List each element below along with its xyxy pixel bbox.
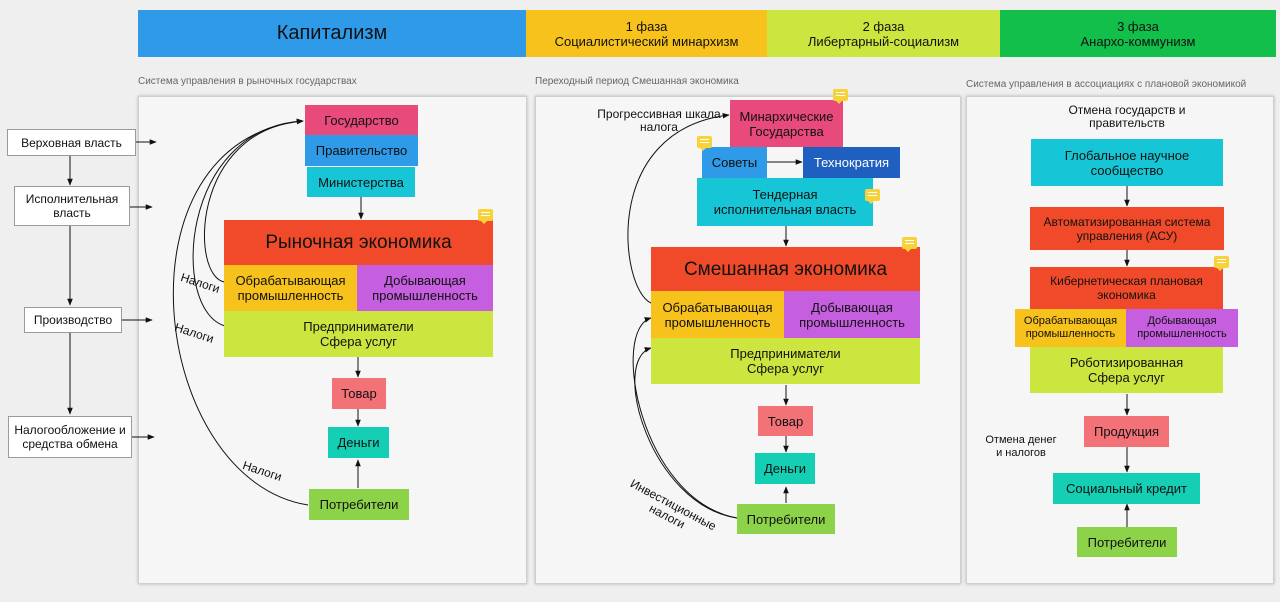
- asu-box: Автоматизированная система управления (А…: [1030, 207, 1224, 250]
- phase-3-name: Анархо-коммунизм: [1080, 33, 1196, 49]
- entrepreneurs-box: Предприниматели Сфера услуг: [651, 338, 920, 384]
- header-capitalism-label: Капитализм: [276, 22, 388, 44]
- market-economy-box: Рыночная экономика: [224, 220, 493, 265]
- executive-power-box: Исполнительная власть: [14, 186, 130, 226]
- money-box: Деньги: [755, 453, 815, 484]
- tender-executive-box: Тендерная исполнительная власть: [697, 178, 873, 226]
- social-credit-box: Социальный кредит: [1053, 473, 1200, 504]
- header-capitalism: Капитализм: [138, 10, 526, 57]
- caption-associations: Система управления в ассоциациях с плано…: [966, 79, 1247, 90]
- phase-1-number: 1 фаза: [625, 18, 668, 34]
- money-box: Деньги: [328, 427, 389, 458]
- comment-icon[interactable]: [1214, 256, 1229, 271]
- phase-1-name: Социалистический минархизм: [554, 33, 739, 49]
- comment-icon[interactable]: [865, 189, 880, 204]
- mixed-economy-box: Смешанная экономика: [651, 247, 920, 291]
- robotic-services-box: Роботизированная Сфера услуг: [1030, 347, 1223, 393]
- mining-industry-box: Добывающая промышленность: [357, 265, 493, 311]
- phase-3-number: 3 фаза: [1117, 18, 1159, 34]
- technocracy-box: Технократия: [803, 147, 900, 178]
- soviets-box: Советы: [702, 147, 767, 178]
- mining-industry-box: Добывающая промышленность: [784, 291, 920, 338]
- goods-box: Товар: [758, 406, 813, 436]
- consumers-box: Потребители: [1077, 527, 1177, 557]
- supreme-power-box: Верховная власть: [7, 129, 136, 156]
- phase-2-name: Либертарный-социализм: [807, 33, 960, 49]
- caption-market-states: Система управления в рыночных государств…: [138, 76, 357, 87]
- entrepreneurs-box: Предприниматели Сфера услуг: [224, 311, 493, 357]
- phase-2-number: 2 фаза: [862, 18, 905, 34]
- comment-icon[interactable]: [697, 136, 712, 151]
- abolition-of-states-label: Отмена государств и правительств: [1068, 103, 1186, 130]
- products-box: Продукция: [1084, 416, 1169, 447]
- mining-industry-box: Добывающая промышленность: [1126, 309, 1238, 347]
- processing-industry-box: Обрабатывающая промышленность: [224, 265, 357, 311]
- comment-icon[interactable]: [833, 89, 848, 104]
- state-box: Государство: [305, 105, 418, 135]
- progressive-tax-label: Прогрессивная шкала налога: [597, 107, 721, 134]
- goods-box: Товар: [332, 378, 386, 409]
- ministries-box: Министерства: [307, 167, 415, 197]
- consumers-box: Потребители: [309, 489, 409, 520]
- consumers-box: Потребители: [737, 504, 835, 534]
- caption-transition: Переходный период Смешанная экономика: [535, 76, 739, 87]
- global-science-community-box: Глобальное научное сообщество: [1031, 139, 1223, 186]
- processing-industry-box: Обрабатывающая промышленность: [651, 291, 784, 338]
- processing-industry-box: Обрабатывающая промышленность: [1015, 309, 1126, 347]
- cybernetic-economy-box: Кибернетическая плановая экономика: [1030, 267, 1223, 309]
- abolition-money-taxes-label: Отмена денег и налогов: [985, 434, 1057, 459]
- government-box: Правительство: [305, 135, 418, 166]
- comment-icon[interactable]: [478, 209, 493, 224]
- taxation-box: Налогообложение и средства обмена: [8, 416, 132, 458]
- comment-icon[interactable]: [902, 237, 917, 252]
- minarchic-states-box: Минархические Государства: [730, 100, 843, 147]
- production-box: Производство: [24, 307, 122, 333]
